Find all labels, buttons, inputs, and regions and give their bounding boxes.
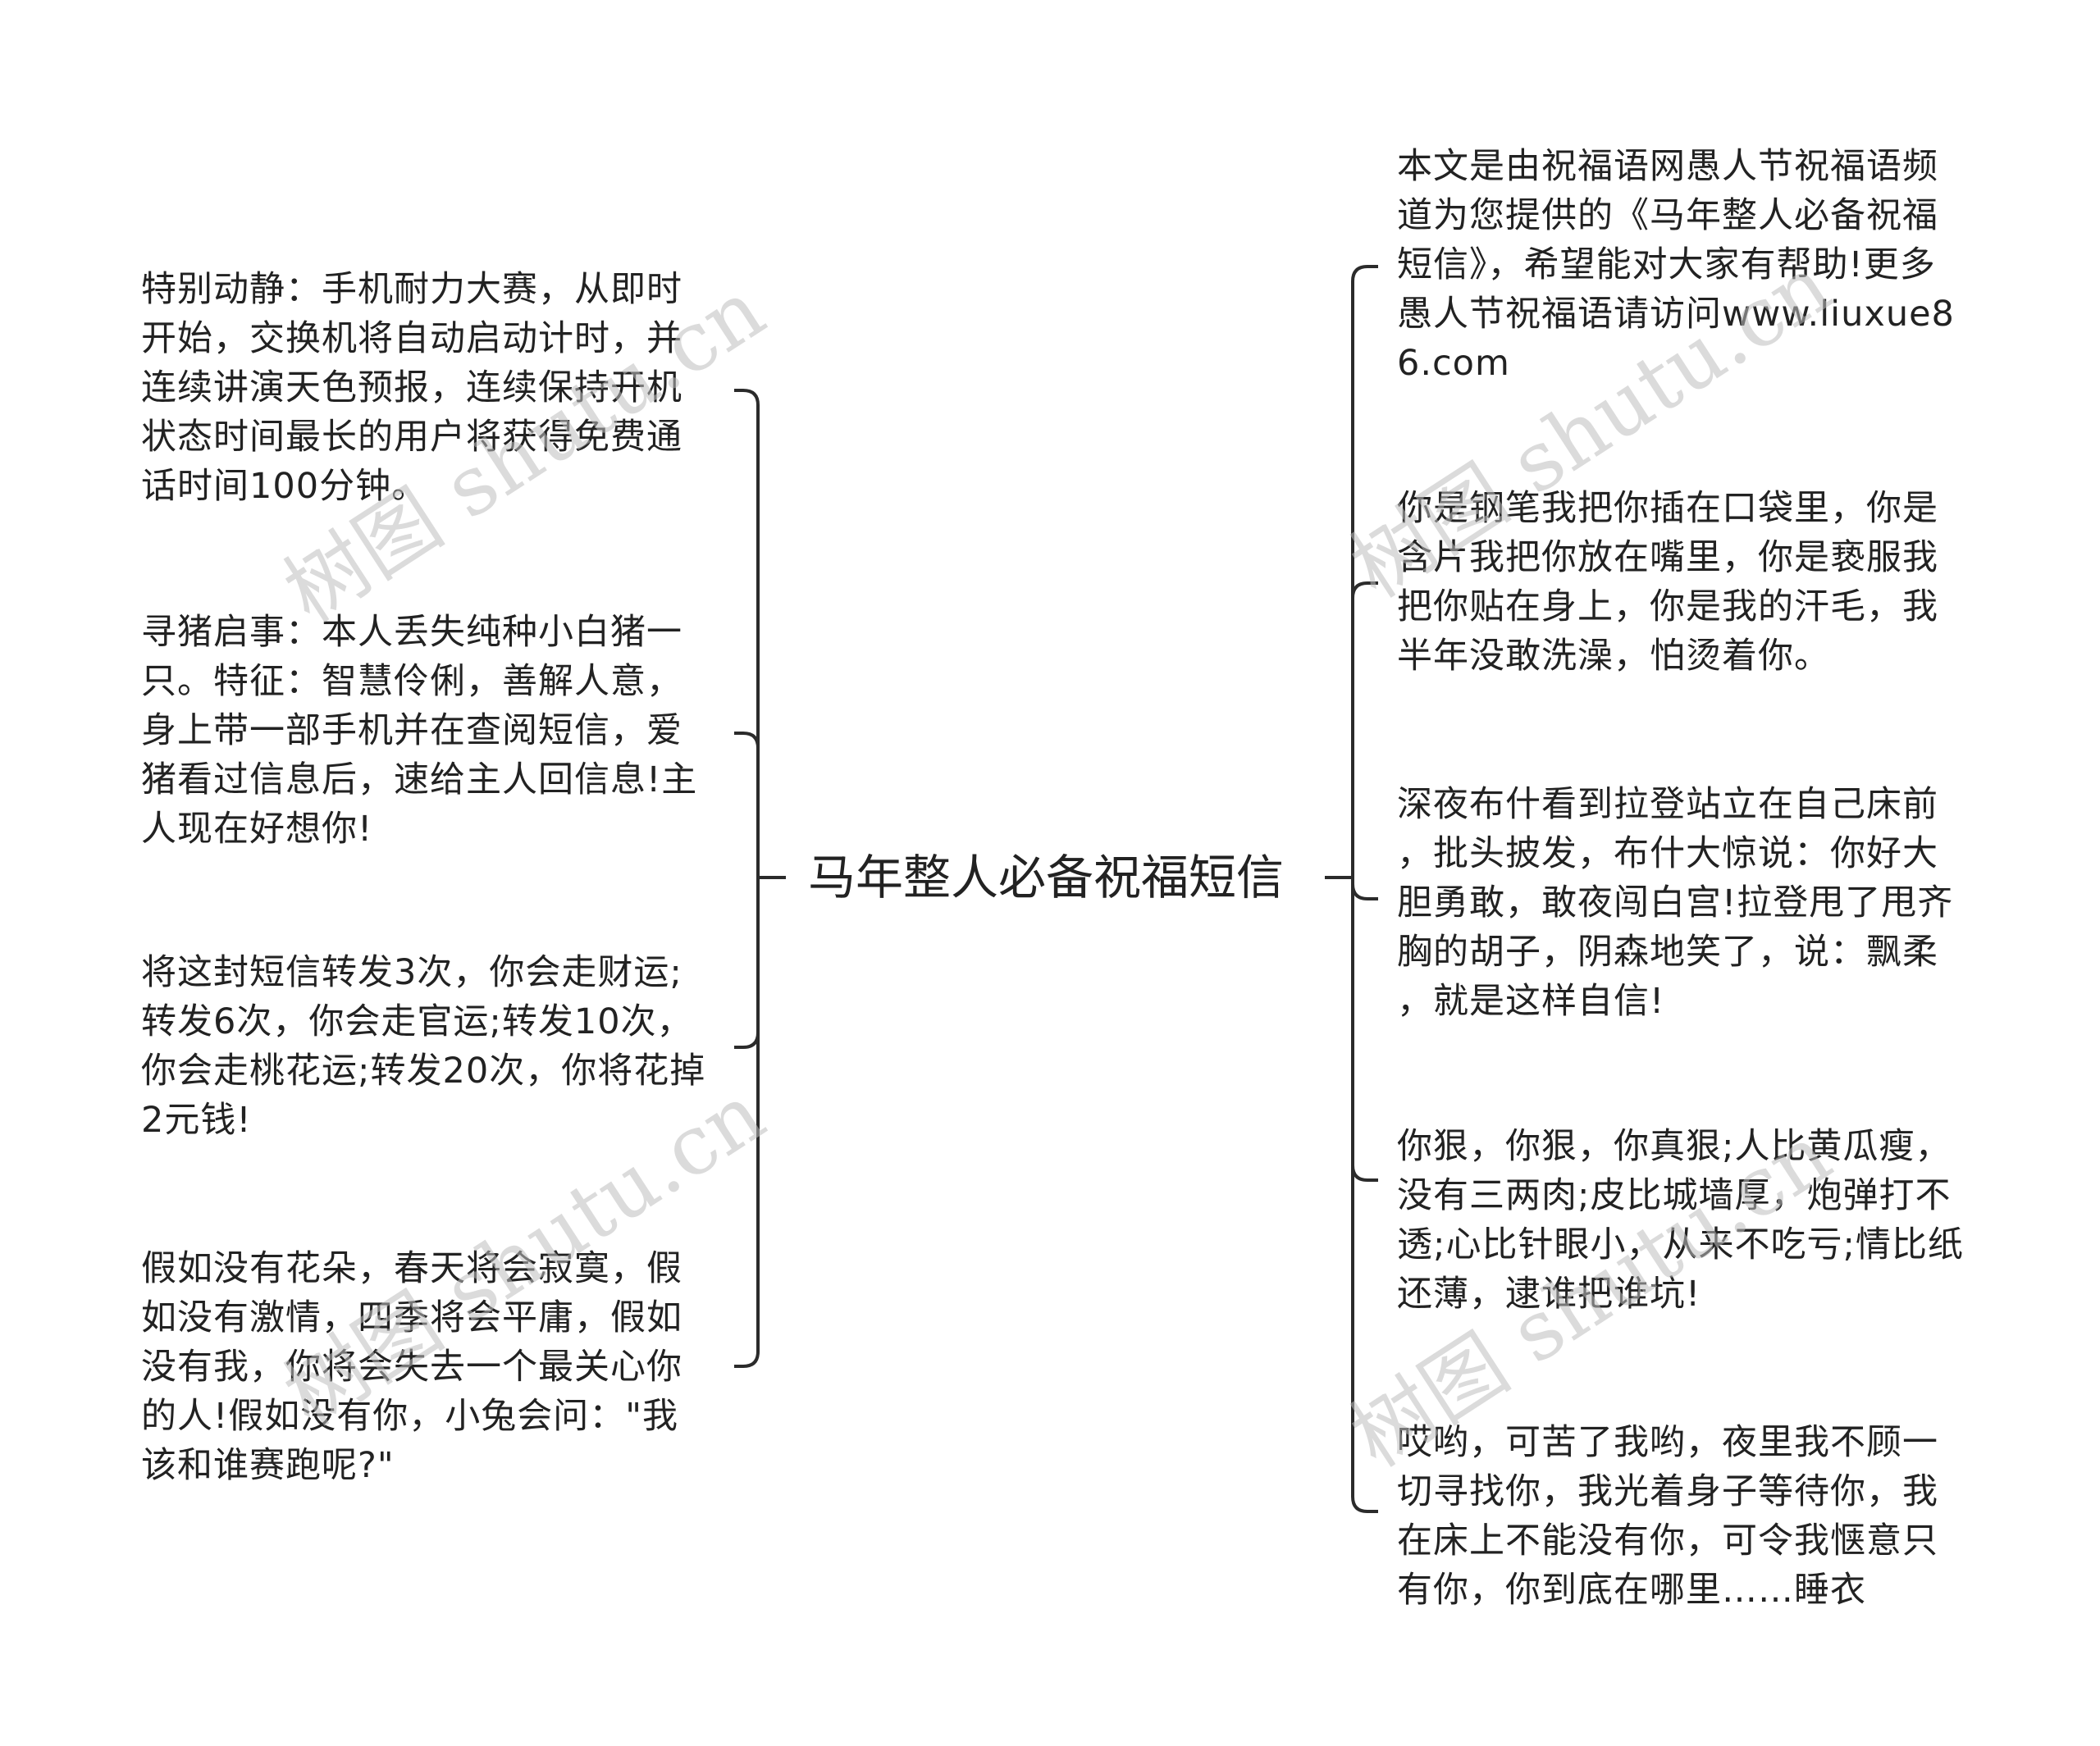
node-line: 透;心比针眼小，从来不吃亏;情比纸 — [1397, 1224, 1964, 1265]
node-line: 将这封短信转发3次，你会走财运; — [141, 952, 682, 993]
right-node-2[interactable]: 你是钢笔我把你插在口袋里，你是 含片我把你放在嘴里，你是亵服我 把你贴在身上，你… — [1397, 484, 1938, 681]
node-line: 你会走桃花运;转发20次，你将花掉 — [141, 1051, 706, 1092]
node-line: 特别动静：手机耐力大赛，从即时 — [141, 269, 682, 310]
node-line: 身上带一部手机并在查阅短信，爱 — [141, 710, 682, 751]
left-connector — [734, 1032, 760, 1049]
right-node-5[interactable]: 哎哟，可苦了我哟，夜里我不顾一 切寻找你，我光着身子等待你，我 在床上不能没有你… — [1397, 1418, 1938, 1615]
node-line: 半年没敢洗澡，怕烫着你。 — [1397, 636, 1830, 677]
node-line: 你是钢笔我把你插在口袋里，你是 — [1397, 488, 1938, 529]
node-line: 短信》，希望能对大家有帮助!更多 — [1397, 244, 1936, 285]
node-line: 该和谁赛跑呢?" — [141, 1445, 395, 1486]
node-line: 的人!假如没有你，小兔会问："我 — [141, 1396, 679, 1437]
node-line: ，批头披发，布什大惊说：你好大 — [1397, 833, 1938, 874]
right-node-1[interactable]: 本文是由祝福语网愚人节祝福语频 道为您提供的《马年整人必备祝福 短信》，希望能对… — [1397, 142, 1955, 388]
right-node-3[interactable]: 深夜布什看到拉登站立在自己床前 ，批头披发，布什大惊说：你好大 胆勇敢，敢夜闯白… — [1397, 780, 1953, 1026]
node-line: 你狠，你狠，你真狠;人比黄瓜瘦， — [1397, 1126, 1952, 1167]
node-line: 深夜布什看到拉登站立在自己床前 — [1397, 784, 1938, 825]
node-line: 切寻找你，我光着身子等待你，我 — [1397, 1471, 1938, 1512]
right-connector — [1351, 581, 1378, 599]
node-line: 愚人节祝福语请访问www.liuxue8 — [1397, 294, 1955, 335]
node-line: 假如没有花朵，春天将会寂寞，假 — [141, 1248, 682, 1289]
node-line: 还薄，逮谁把谁坑! — [1397, 1274, 1701, 1315]
node-line: 猪看过信息后，速给主人回信息!主 — [141, 759, 698, 800]
right-connector — [1351, 883, 1378, 900]
node-line: 道为您提供的《马年整人必备祝福 — [1397, 195, 1938, 236]
right-connector — [1351, 265, 1378, 1513]
node-line: 话时间100分钟。 — [141, 466, 428, 507]
root-topic[interactable]: 马年整人必备祝福短信 — [808, 850, 1285, 905]
node-line: ，就是这样自信! — [1397, 981, 1665, 1022]
node-line: 没有三两肉;皮比城墙厚，炮弹打不 — [1397, 1175, 1952, 1216]
node-line: 把你贴在身上，你是我的汗毛，我 — [1397, 586, 1938, 627]
node-line: 寻猪启事：本人丢失纯种小白猪一 — [141, 612, 682, 653]
node-line: 6.com — [1397, 343, 1510, 384]
node-line: 哎哟，可苦了我哟，夜里我不顾一 — [1397, 1422, 1938, 1463]
node-line: 胸的胡子，阴森地笑了，说：飘柔 — [1397, 932, 1938, 973]
node-line: 如没有激情，四季将会平庸，假如 — [141, 1297, 682, 1338]
node-line: 连续讲演天色预报，连续保持开机 — [141, 367, 682, 408]
left-node-3[interactable]: 将这封短信转发3次，你会走财运; 转发6次，你会走官运;转发10次， 你会走桃花… — [141, 948, 705, 1145]
node-line: 本文是由祝福语网愚人节祝福语频 — [1397, 146, 1938, 187]
node-line: 含片我把你放在嘴里，你是亵服我 — [1397, 537, 1938, 578]
node-line: 有你，你到底在哪里……睡衣 — [1397, 1570, 1866, 1611]
left-connector — [734, 732, 760, 749]
node-line: 转发6次，你会走官运;转发10次， — [141, 1001, 693, 1042]
node-line: 没有我，你将会失去一个最关心你 — [141, 1347, 682, 1388]
node-line: 胆勇敢，敢夜闯白宫!拉登甩了甩齐 — [1397, 882, 1954, 923]
right-node-4[interactable]: 你狠，你狠，你真狠;人比黄瓜瘦， 没有三两肉;皮比城墙厚，炮弹打不 透;心比针眼… — [1397, 1122, 1964, 1319]
node-line: 状态时间最长的用户将获得免费通 — [141, 417, 682, 458]
left-node-4[interactable]: 假如没有花朵，春天将会寂寞，假 如没有激情，四季将会平庸，假如 没有我，你将会失… — [141, 1244, 682, 1490]
right-connector — [1351, 1165, 1378, 1182]
node-line: 人现在好想你! — [141, 809, 373, 850]
node-line: 开始，交换机将自动启动计时，并 — [141, 318, 682, 359]
node-line: 只。特征：智慧伶俐，善解人意， — [141, 661, 682, 702]
left-node-1[interactable]: 特别动静：手机耐力大赛，从即时 开始，交换机将自动启动计时，并 连续讲演天色预报… — [141, 265, 682, 511]
node-line: 2元钱! — [141, 1100, 252, 1141]
left-connector — [734, 389, 760, 1368]
node-line: 在床上不能没有你，可令我惬意只 — [1397, 1520, 1938, 1561]
left-node-2[interactable]: 寻猪启事：本人丢失纯种小白猪一 只。特征：智慧伶俐，善解人意， 身上带一部手机并… — [141, 608, 697, 854]
